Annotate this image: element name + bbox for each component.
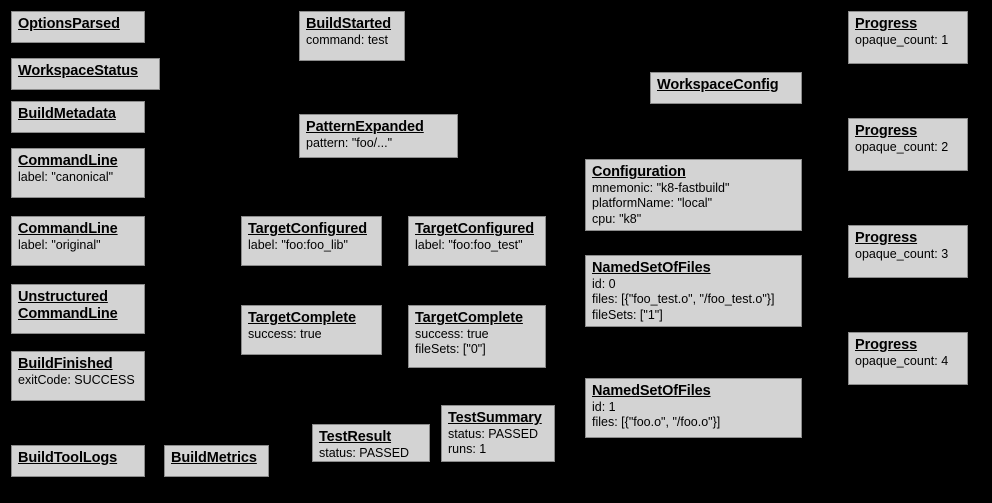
node-build-metrics[interactable]: BuildMetrics — [164, 445, 269, 477]
node-field: exitCode: SUCCESS — [18, 373, 135, 388]
node-field: opaque_count: 1 — [855, 33, 949, 48]
node-fields: success: true — [248, 327, 375, 342]
node-target-complete-foo-lib[interactable]: TargetComplete success: true — [241, 305, 382, 355]
node-field: id: 0 — [592, 277, 616, 292]
node-field: files: [{"foo.o", "/foo.o"}] — [592, 415, 721, 430]
node-fields: label: "original" — [18, 238, 138, 253]
node-fields: label: "foo:foo_lib" — [248, 238, 375, 253]
node-field: label: "canonical" — [18, 170, 114, 185]
node-fields: opaque_count: 3 — [855, 247, 961, 262]
node-target-configured-foo-test[interactable]: TargetConfigured label: "foo:foo_test" — [408, 216, 546, 266]
node-title: WorkspaceConfig — [657, 77, 779, 93]
node-build-metadata[interactable]: BuildMetadata — [11, 101, 145, 133]
node-progress-1[interactable]: Progress opaque_count: 1 — [848, 11, 968, 64]
node-title: Progress — [855, 230, 918, 246]
node-title: Progress — [855, 16, 918, 32]
node-fields: id: 0 files: [{"foo_test.o", "/foo_test.… — [592, 277, 795, 323]
node-progress-3[interactable]: Progress opaque_count: 3 — [848, 225, 968, 278]
node-configuration[interactable]: Configuration mnemonic: "k8-fastbuild" p… — [585, 159, 802, 231]
node-title: BuildStarted — [306, 16, 392, 32]
node-test-summary[interactable]: TestSummary status: PASSED runs: 1 — [441, 405, 555, 462]
node-title: CommandLine — [18, 221, 118, 237]
node-title: PatternExpanded — [306, 119, 424, 135]
node-field: label: "foo:foo_test" — [415, 238, 523, 253]
node-fields: status: PASSED — [319, 446, 423, 461]
node-command-line-canonical[interactable]: CommandLine label: "canonical" — [11, 148, 145, 198]
node-title: NamedSetOfFiles — [592, 260, 711, 276]
node-fields: mnemonic: "k8-fastbuild" platformName: "… — [592, 181, 795, 227]
node-named-set-of-files-1[interactable]: NamedSetOfFiles id: 1 files: [{"foo.o", … — [585, 378, 802, 438]
node-title: Configuration — [592, 164, 686, 180]
node-title: TargetConfigured — [415, 221, 534, 237]
node-title: Progress — [855, 123, 918, 139]
node-field: platformName: "local" — [592, 196, 713, 211]
node-progress-4[interactable]: Progress opaque_count: 4 — [848, 332, 968, 385]
node-fields: id: 1 files: [{"foo.o", "/foo.o"}] — [592, 400, 795, 431]
node-field: mnemonic: "k8-fastbuild" — [592, 181, 730, 196]
node-fields: pattern: "foo/..." — [306, 136, 451, 151]
node-command-line-original[interactable]: CommandLine label: "original" — [11, 216, 145, 266]
node-field: opaque_count: 2 — [855, 140, 949, 155]
node-field: label: "original" — [18, 238, 101, 253]
node-title: BuildMetadata — [18, 106, 116, 122]
node-field: cpu: "k8" — [592, 211, 642, 226]
node-fields: opaque_count: 4 — [855, 354, 961, 369]
node-title: TestResult — [319, 429, 392, 445]
node-progress-2[interactable]: Progress opaque_count: 2 — [848, 118, 968, 171]
node-fields: status: PASSED runs: 1 — [448, 427, 548, 458]
node-title: CommandLine — [18, 153, 118, 169]
node-named-set-of-files-0[interactable]: NamedSetOfFiles id: 0 files: [{"foo_test… — [585, 255, 802, 327]
node-fields: success: true fileSets: ["0"] — [415, 327, 539, 358]
node-field: success: true — [248, 327, 322, 342]
node-field: runs: 1 — [448, 442, 487, 457]
node-title: TargetComplete — [415, 310, 523, 326]
node-title: BuildMetrics — [171, 450, 257, 466]
node-field: opaque_count: 3 — [855, 247, 949, 262]
node-fields: label: "foo:foo_test" — [415, 238, 539, 253]
node-field: command: test — [306, 33, 388, 48]
node-fields: label: "canonical" — [18, 170, 138, 185]
node-title: NamedSetOfFiles — [592, 383, 711, 399]
node-title: BuildToolLogs — [18, 450, 118, 466]
node-target-configured-foo-lib[interactable]: TargetConfigured label: "foo:foo_lib" — [241, 216, 382, 266]
node-test-result[interactable]: TestResult status: PASSED — [312, 424, 430, 462]
node-build-tool-logs[interactable]: BuildToolLogs — [11, 445, 145, 477]
node-field: status: PASSED — [319, 446, 410, 461]
node-field: fileSets: ["0"] — [415, 342, 486, 357]
node-title: OptionsParsed — [18, 16, 120, 32]
node-title: TestSummary — [448, 410, 542, 426]
node-field: label: "foo:foo_lib" — [248, 238, 348, 253]
node-fields: command: test — [306, 33, 398, 48]
node-fields: opaque_count: 2 — [855, 140, 961, 155]
node-target-complete-foo-test[interactable]: TargetComplete success: true fileSets: [… — [408, 305, 546, 368]
node-options-parsed[interactable]: OptionsParsed — [11, 11, 145, 43]
node-field: pattern: "foo/..." — [306, 136, 393, 151]
node-pattern-expanded[interactable]: PatternExpanded pattern: "foo/..." — [299, 114, 458, 158]
node-field: opaque_count: 4 — [855, 354, 949, 369]
node-build-finished[interactable]: BuildFinished exitCode: SUCCESS — [11, 351, 145, 401]
node-title: Progress — [855, 337, 918, 353]
node-build-started[interactable]: BuildStarted command: test — [299, 11, 405, 61]
node-title: TargetConfigured — [248, 221, 367, 237]
node-workspace-config[interactable]: WorkspaceConfig — [650, 72, 802, 104]
node-field: fileSets: ["1"] — [592, 307, 663, 322]
node-title: BuildFinished — [18, 356, 113, 372]
node-fields: exitCode: SUCCESS — [18, 373, 138, 388]
node-field: files: [{"foo_test.o", "/foo_test.o"}] — [592, 292, 775, 307]
node-field: status: PASSED — [448, 427, 539, 442]
node-unstructured-command-line[interactable]: Unstructured CommandLine — [11, 284, 145, 334]
node-title: TargetComplete — [248, 310, 356, 326]
node-title: Unstructured CommandLine — [18, 289, 118, 323]
node-field: success: true — [415, 327, 489, 342]
node-fields: opaque_count: 1 — [855, 33, 961, 48]
node-title: WorkspaceStatus — [18, 63, 138, 79]
node-field: id: 1 — [592, 400, 616, 415]
node-workspace-status[interactable]: WorkspaceStatus — [11, 58, 160, 90]
